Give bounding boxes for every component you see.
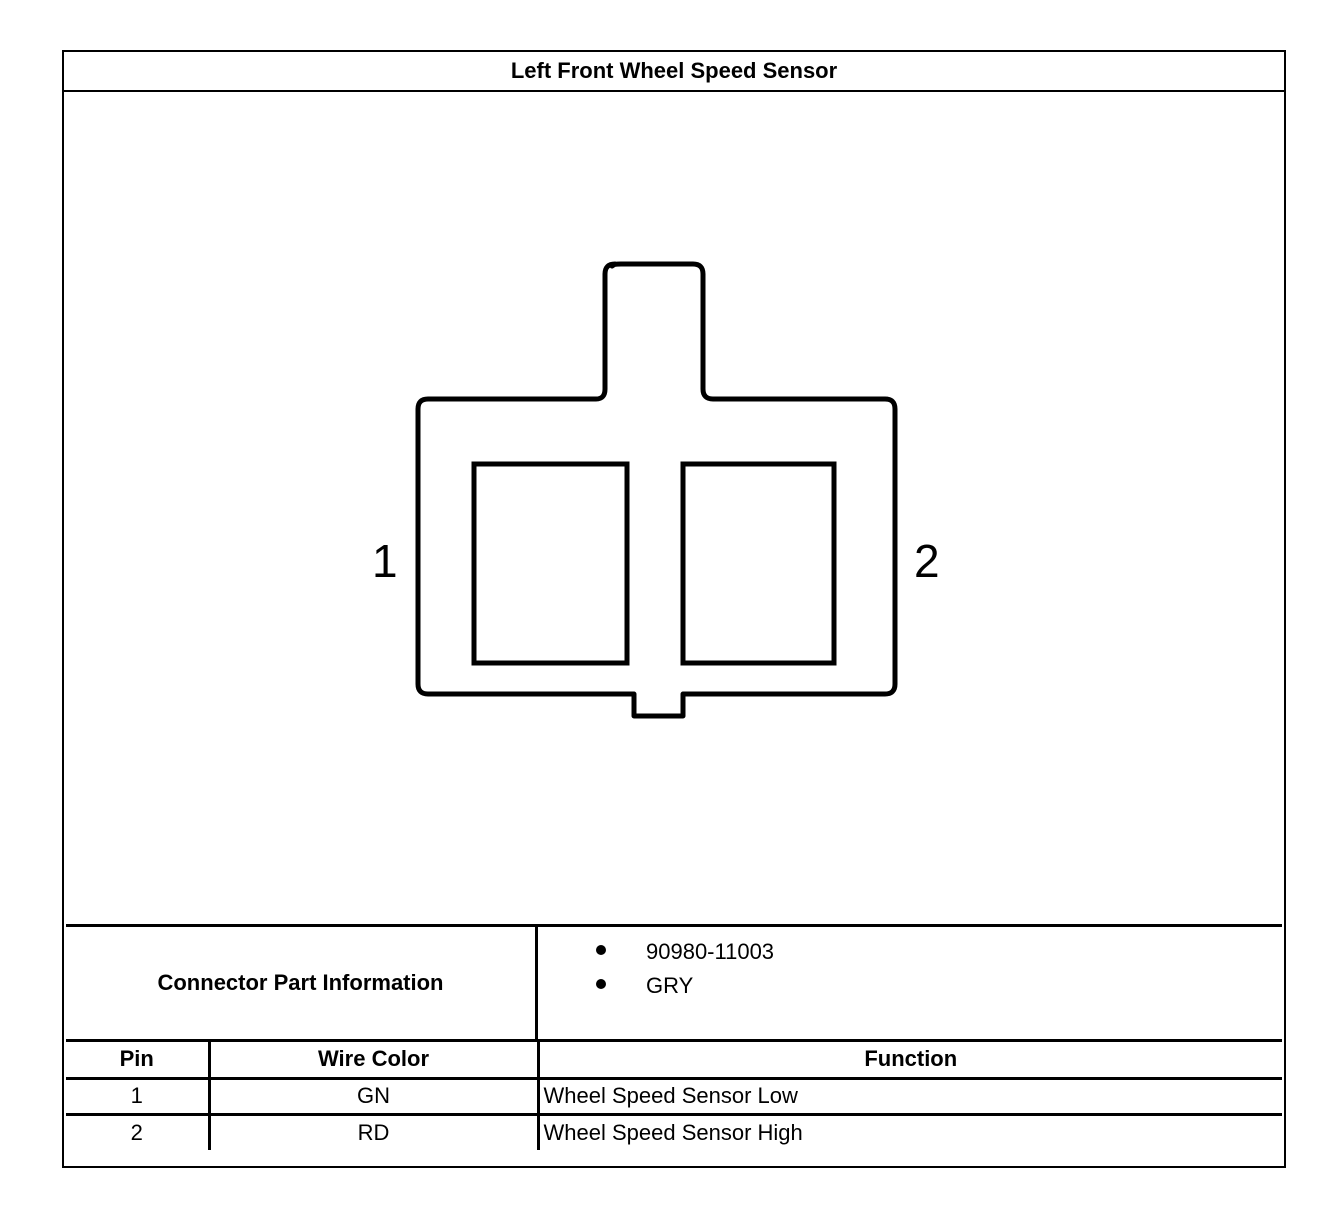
connector-face-drawing bbox=[415, 261, 898, 719]
table-row: 2 RD Wheel Speed Sensor High bbox=[66, 1112, 1282, 1150]
connector-diagram: 1 2 bbox=[66, 92, 1282, 924]
bullet-icon bbox=[596, 979, 606, 989]
pin-number-1: 1 bbox=[372, 535, 398, 587]
pin-cavity-2 bbox=[680, 461, 837, 666]
connector-part-information: Connector Part Information 90980-11003 G… bbox=[66, 924, 1282, 1042]
pin-cell: 1 bbox=[66, 1076, 211, 1116]
part-number: 90980-11003 bbox=[646, 939, 775, 964]
connector-info-label: Connector Part Information bbox=[66, 927, 538, 1039]
pin-cavity-1 bbox=[471, 461, 630, 666]
table-header-row: Pin Wire Color Function bbox=[66, 1042, 1282, 1080]
connector-housing-outline bbox=[415, 261, 898, 719]
pin-table: Pin Wire Color Function 1 GN Wheel Speed… bbox=[66, 1042, 1282, 1150]
pin-number-2: 2 bbox=[914, 535, 940, 587]
bullet-icon bbox=[596, 945, 606, 955]
column-header-function: Function bbox=[536, 1042, 1282, 1080]
table-row: 1 GN Wheel Speed Sensor Low bbox=[66, 1076, 1282, 1116]
pin-cell: 2 bbox=[66, 1112, 211, 1150]
function-cell: Wheel Speed Sensor High bbox=[536, 1112, 1282, 1150]
connector-sheet: Left Front Wheel Speed Sensor 1 2 Connec… bbox=[62, 50, 1286, 1168]
connector-color: GRY bbox=[646, 973, 694, 998]
function-cell: Wheel Speed Sensor Low bbox=[536, 1076, 1282, 1116]
wire-color-cell: GN bbox=[207, 1076, 540, 1116]
column-header-wire-color: Wire Color bbox=[207, 1042, 540, 1080]
wire-color-cell: RD bbox=[207, 1112, 540, 1150]
column-header-pin: Pin bbox=[66, 1042, 211, 1080]
connector-info-list: 90980-11003 GRY bbox=[538, 927, 1282, 1039]
sheet-title: Left Front Wheel Speed Sensor bbox=[64, 52, 1284, 92]
